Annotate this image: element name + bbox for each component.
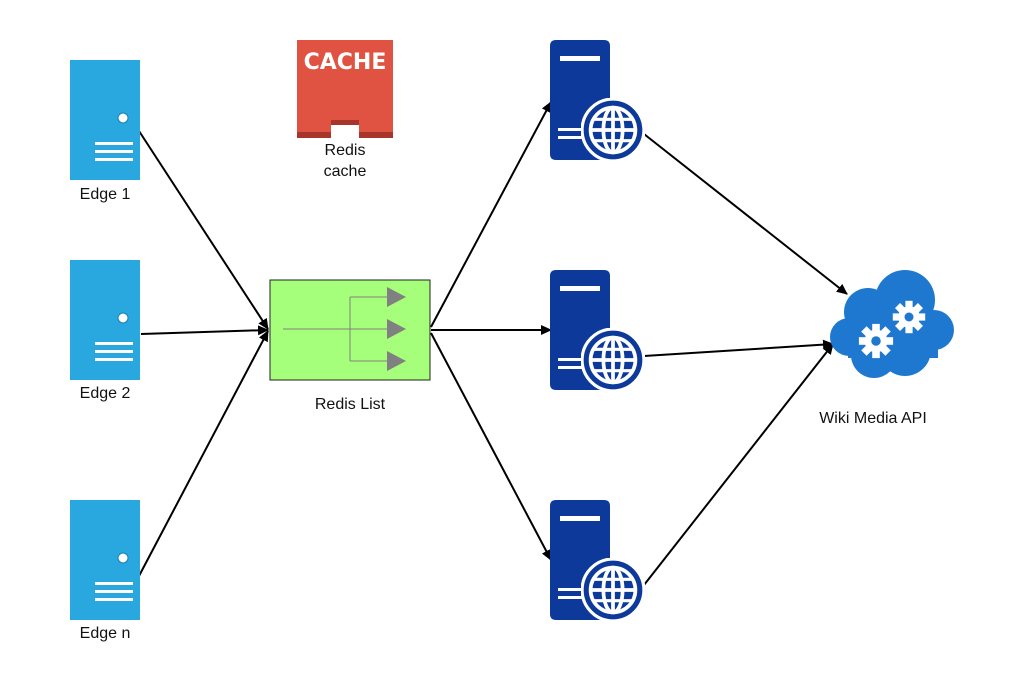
connector-edge1-to-queue [138, 130, 269, 330]
wiki-media-api: Wiki Media API [819, 270, 954, 427]
globe-icon [581, 328, 645, 392]
cache-label-line2: cache [324, 163, 367, 180]
edge-2-label: Edge 2 [80, 385, 131, 402]
api-label: Wiki Media API [819, 410, 927, 427]
edge-server-n: Edge n [70, 500, 140, 642]
redis-list: Redis List [269, 279, 431, 413]
connector-edgen-to-queue [138, 330, 269, 577]
globe-icon [581, 98, 645, 162]
edge-1-label: Edge 1 [80, 186, 131, 203]
gear-icon [858, 323, 894, 359]
edge-n-label: Edge n [80, 625, 131, 642]
worker-server-1 [550, 40, 645, 162]
server-icon [70, 60, 140, 180]
connectors [138, 101, 848, 586]
gear-icon [892, 300, 926, 334]
cache-badge-text: CACHE [304, 50, 387, 75]
redis-cache: CACHE Redis cache [297, 40, 393, 180]
connector-worker2-to-api [643, 339, 834, 357]
server-icon [70, 500, 140, 620]
queue-label: Redis List [315, 396, 386, 413]
connector-edge2-to-queue [140, 325, 269, 336]
fanout-icon [283, 296, 390, 362]
globe-icon [581, 558, 645, 622]
edge-server-2: Edge 2 [70, 260, 140, 402]
connector-queue-to-worker1 [430, 101, 552, 328]
edge-server-1: Edge 1 [70, 60, 140, 203]
worker-server-2 [550, 270, 645, 392]
connector-worker1-to-api [643, 133, 848, 295]
cache-label-line1: Redis [325, 142, 366, 159]
connector-queue-to-worker3 [430, 332, 552, 561]
connector-worker3-to-api [643, 343, 834, 586]
worker-server-3 [550, 500, 645, 622]
cache-icon [297, 40, 393, 140]
cloud-icon [830, 270, 954, 378]
server-icon [70, 260, 140, 380]
